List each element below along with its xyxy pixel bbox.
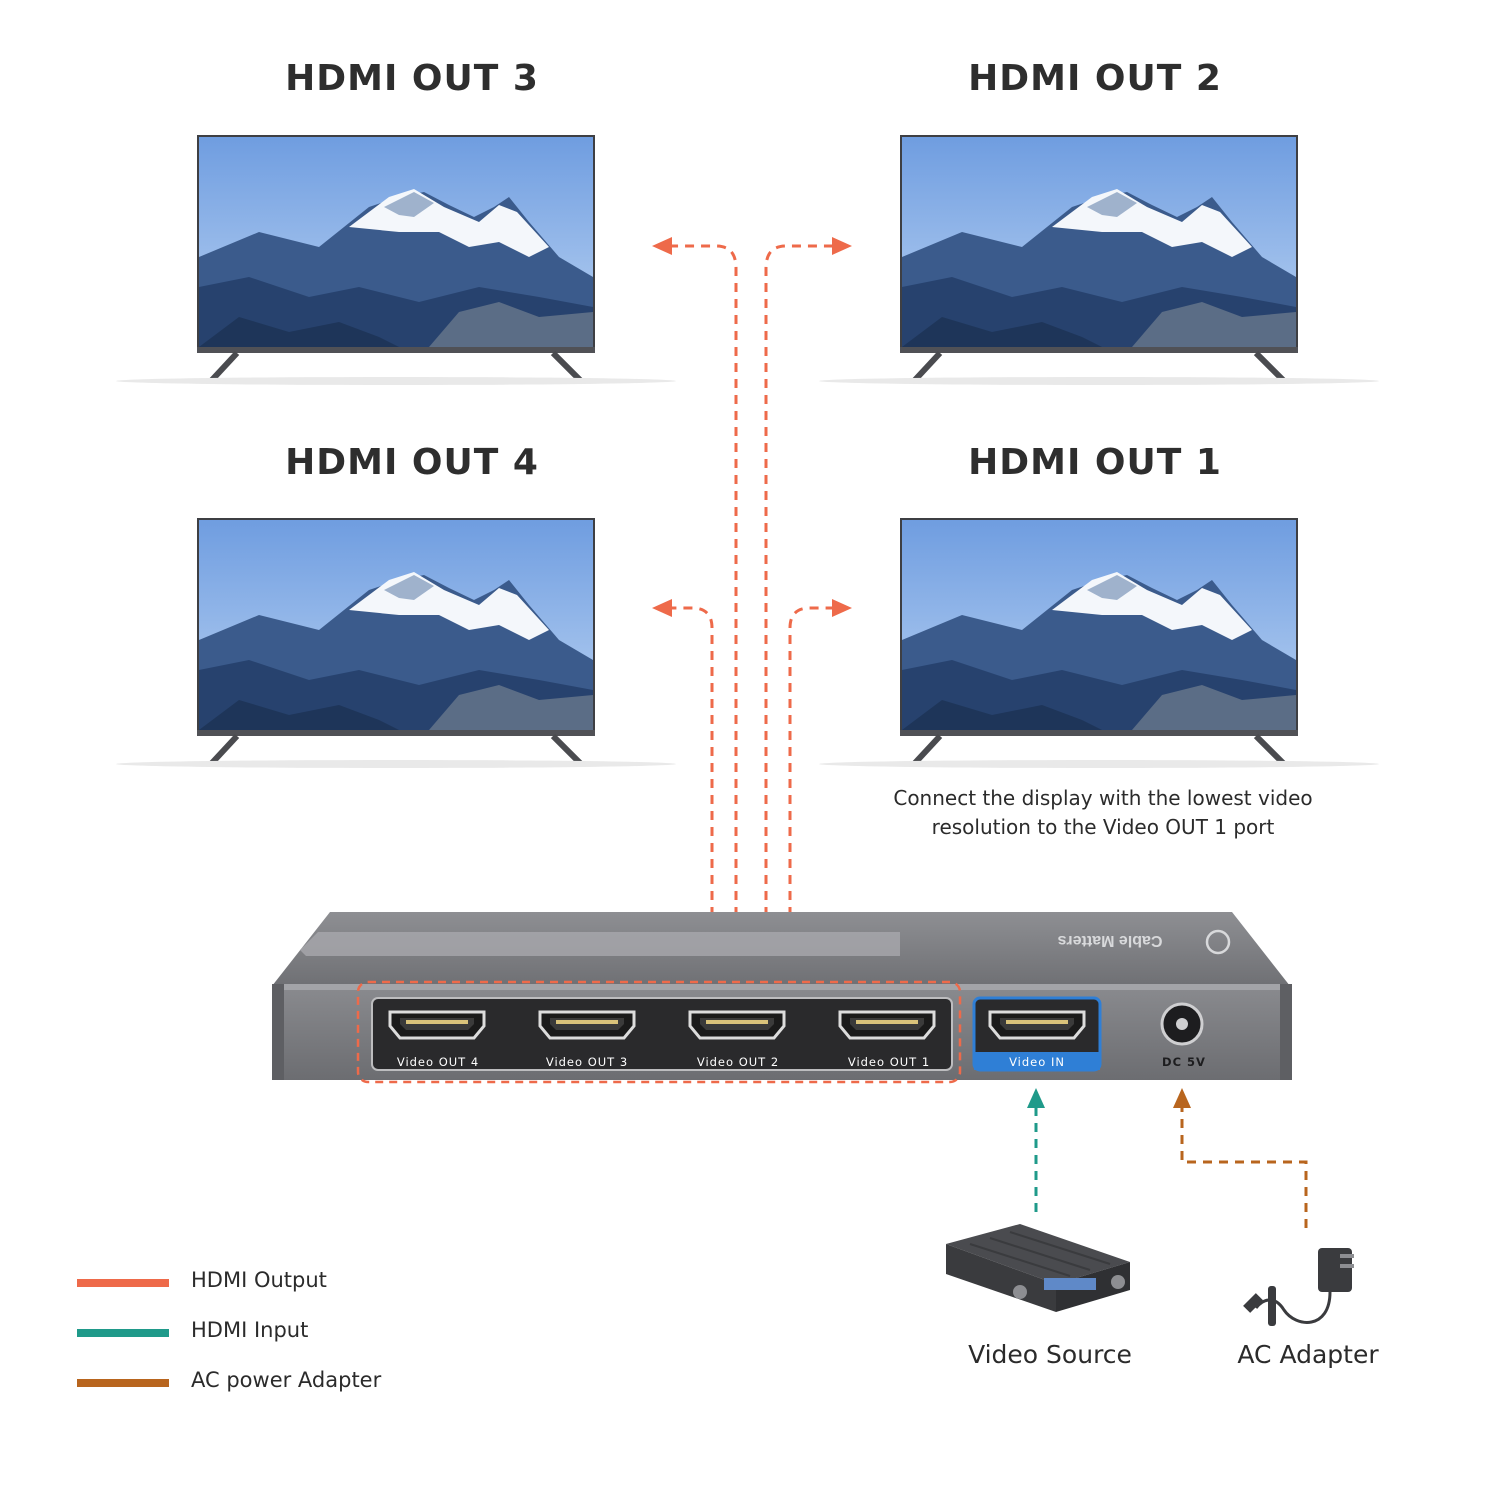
tv-title-out1: HDMI OUT 1 <box>968 442 1222 483</box>
output-ports-highlight <box>356 980 962 1084</box>
port-label-out4: Video OUT 4 <box>397 1055 479 1069</box>
ac-adapter-label: AC Adapter <box>1237 1340 1379 1369</box>
tv-out4 <box>116 518 676 768</box>
brand-logo: Cable Matters <box>1057 929 1231 955</box>
tv-title-out3: HDMI OUT 3 <box>285 58 539 99</box>
svg-text:Cable Matters: Cable Matters <box>1057 932 1162 949</box>
video-source-label: Video Source <box>968 1340 1132 1369</box>
legend-swatch-power <box>77 1379 169 1387</box>
hdmi-output-cables <box>668 244 836 980</box>
port-label-out2: Video OUT 2 <box>697 1055 779 1069</box>
port-video-in <box>988 1010 1086 1040</box>
tv-title-out2: HDMI OUT 2 <box>968 58 1222 99</box>
tv-out2 <box>819 135 1379 385</box>
tv-title-out4: HDMI OUT 4 <box>285 442 539 483</box>
port-label-out1: Video OUT 1 <box>848 1055 930 1069</box>
video-source-device <box>946 1224 1130 1312</box>
note-line-1: Connect the display with the lowest vide… <box>893 786 1313 810</box>
note-text: Connect the display with the lowest vide… <box>843 784 1363 842</box>
legend-label-input: HDMI Input <box>191 1318 309 1342</box>
note-line-2: resolution to the Video OUT 1 port <box>931 815 1275 839</box>
legend-label-output: HDMI Output <box>191 1268 327 1292</box>
power-cable <box>1173 1088 1308 1228</box>
legend-label-power: AC power Adapter <box>191 1368 382 1392</box>
hdmi-splitter: Video OUT 4 Video OUT 3 Video OUT 2 Vide… <box>272 912 1292 1084</box>
legend-swatch-output <box>77 1279 169 1287</box>
port-video-out-3 <box>538 1010 636 1040</box>
port-video-out-2 <box>688 1010 786 1040</box>
port-video-out-1 <box>838 1010 936 1040</box>
ac-adapter-device <box>1243 1248 1354 1326</box>
legend-swatch-input <box>77 1329 169 1337</box>
tv-out1 <box>819 518 1379 768</box>
port-label-dc: DC 5V <box>1162 1055 1206 1069</box>
port-label-video-in: Video IN <box>1009 1055 1065 1069</box>
hdmi-output-arrowheads <box>652 237 852 617</box>
port-video-out-4 <box>388 1010 486 1040</box>
port-label-out3: Video OUT 3 <box>546 1055 628 1069</box>
tv-out3 <box>116 135 676 385</box>
hdmi-input-cable <box>1027 1088 1045 1212</box>
